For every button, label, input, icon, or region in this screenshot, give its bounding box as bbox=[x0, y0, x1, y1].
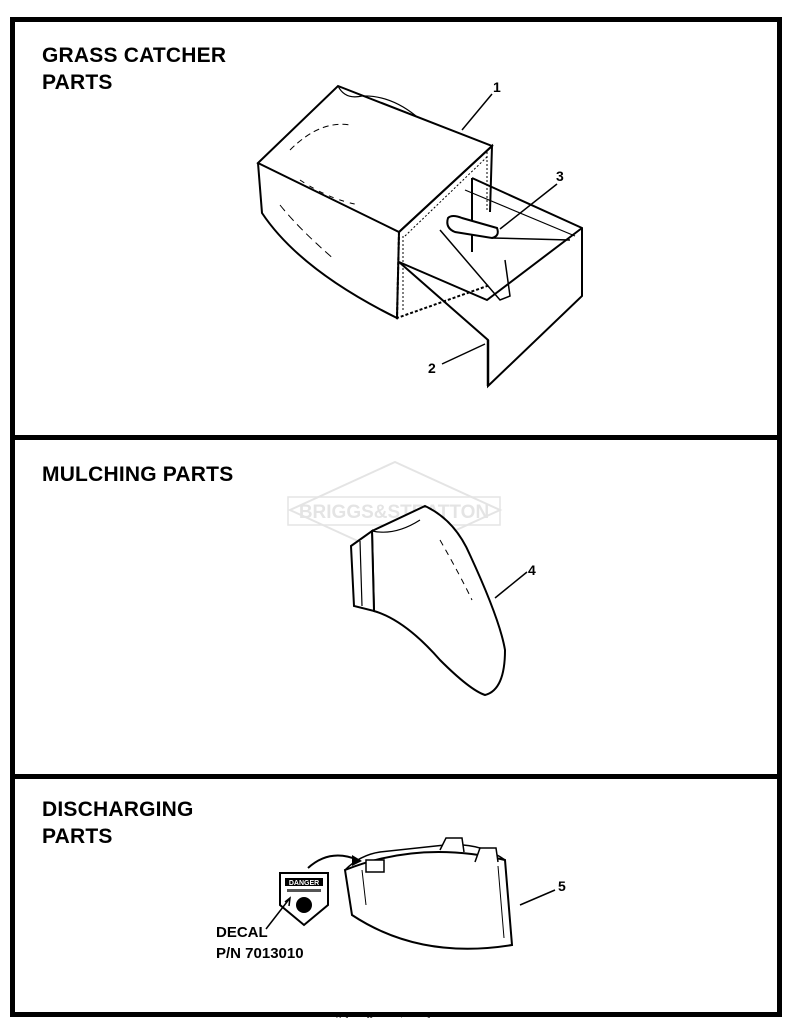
leader-lines bbox=[265, 93, 558, 930]
section-title-mulching: MULCHING PARTS bbox=[42, 461, 233, 488]
mulching-plug bbox=[349, 504, 507, 697]
title-line: PARTS bbox=[42, 825, 113, 848]
discharge-chute bbox=[343, 837, 514, 950]
callout-1: 1 bbox=[493, 79, 501, 95]
title-line: DISCHARGING bbox=[42, 798, 194, 821]
decal-part-number: P/N 7013010 bbox=[216, 945, 304, 962]
diagram-frame bbox=[10, 17, 782, 1017]
section-title-discharging: DISCHARGING PARTS bbox=[42, 796, 194, 850]
section-divider bbox=[15, 435, 777, 440]
section-title-grass-catcher: GRASS CATCHER PARTS bbox=[42, 42, 226, 96]
grass-catcher-bag bbox=[256, 84, 494, 320]
copyright-notice: Copyright © Briggs & Stratton, LLC. All … bbox=[329, 1013, 462, 1019]
title-line: GRASS CATCHER bbox=[42, 44, 227, 67]
handle-grip bbox=[446, 215, 571, 241]
title-line: PARTS bbox=[42, 71, 113, 94]
title-line: MULCHING PARTS bbox=[42, 463, 234, 486]
callout-4: 4 bbox=[528, 562, 536, 578]
danger-decal: DANGER bbox=[279, 854, 362, 927]
decal-label: DECAL bbox=[216, 924, 268, 941]
grass-catcher-frame bbox=[398, 177, 583, 389]
decal-sign-text: DANGER bbox=[289, 880, 319, 887]
callout-5: 5 bbox=[558, 878, 566, 894]
section-divider bbox=[15, 774, 777, 779]
callout-3: 3 bbox=[556, 168, 564, 184]
callout-2: 2 bbox=[428, 360, 436, 376]
